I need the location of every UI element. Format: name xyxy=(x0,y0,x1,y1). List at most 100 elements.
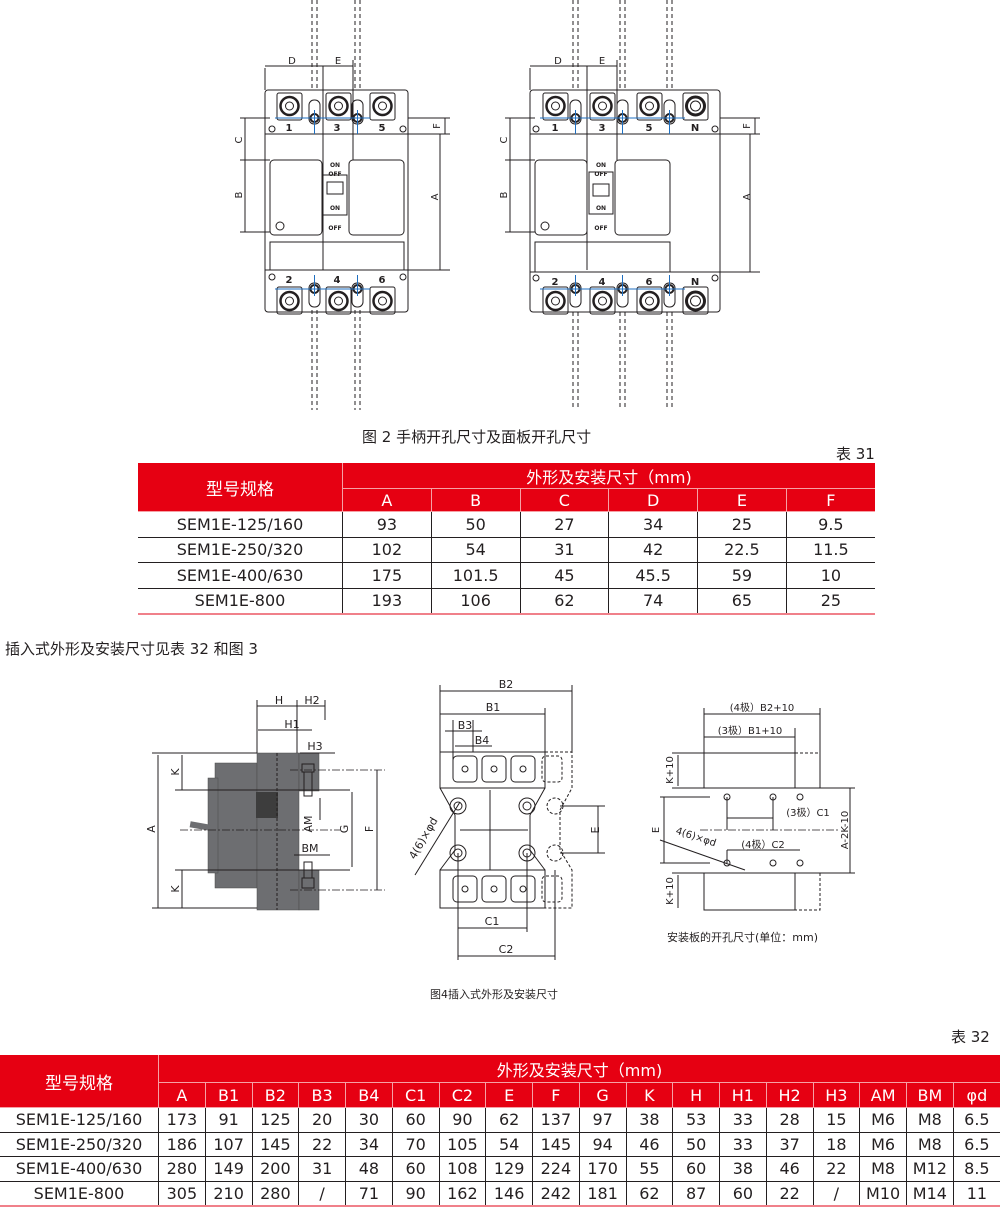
model-cell: SEM1E-400/630 xyxy=(0,1157,159,1182)
cutout-label-k10-bottom: K+10 xyxy=(665,877,676,905)
value-cell: / xyxy=(299,1181,346,1206)
switch-on-label: ON xyxy=(330,205,340,212)
model-cell: SEM1E-250/320 xyxy=(138,537,343,563)
value-cell: 146 xyxy=(486,1181,533,1206)
figure2-caption: 图 2 手柄开孔尺寸及面板开孔尺寸 xyxy=(362,426,591,447)
dim-label-a: A xyxy=(742,193,753,200)
value-cell: 50 xyxy=(431,512,520,538)
dim-label-b1: B1 xyxy=(486,701,501,714)
figure4-cutout-view: (4极）B2+10 (3极）B1+10 K+10 K+10 E 4(6)×φd … xyxy=(640,680,860,930)
dim-label-k-top: K xyxy=(169,768,182,776)
value-cell: 31 xyxy=(520,537,609,563)
column-header: B4 xyxy=(346,1083,393,1108)
dim-label-d: D xyxy=(288,56,296,67)
value-cell: 305 xyxy=(159,1181,206,1206)
dim-label-h2: H2 xyxy=(304,694,319,707)
value-cell: 181 xyxy=(579,1181,626,1206)
value-cell: 62 xyxy=(626,1181,673,1206)
value-cell: 34 xyxy=(346,1132,393,1157)
cutout-label-k10-top: K+10 xyxy=(665,756,676,784)
value-cell: 101.5 xyxy=(431,563,520,589)
value-cell: 45.5 xyxy=(609,563,698,589)
value-cell: 105 xyxy=(439,1132,486,1157)
cutout-label-b1-10: (3极）B1+10 xyxy=(718,724,783,737)
value-cell: 91 xyxy=(205,1108,252,1133)
model-cell: SEM1E-800 xyxy=(138,588,343,614)
model-cell: SEM1E-125/160 xyxy=(0,1108,159,1133)
value-cell: 30 xyxy=(346,1108,393,1133)
value-cell: 6.5 xyxy=(953,1132,1000,1157)
value-cell: 10 xyxy=(786,563,875,589)
dim-label-c: C xyxy=(499,136,510,143)
terminal-label: 3 xyxy=(334,123,341,134)
table31: 型号规格 外形及安装尺寸（mm) A B C D E F SEM1E-125/1… xyxy=(138,463,875,615)
value-cell: 90 xyxy=(439,1108,486,1133)
column-header: K xyxy=(626,1083,673,1108)
dim-label-hole: 4(6)×φd xyxy=(406,815,440,861)
dim-label-f: F xyxy=(742,123,753,129)
terminal-label: 4 xyxy=(599,277,606,288)
dim-label-a: A xyxy=(430,193,441,200)
dim-label-c: C xyxy=(234,136,245,143)
terminal-label: 5 xyxy=(646,123,653,134)
dim-label-e: E xyxy=(599,56,605,67)
model-cell: SEM1E-800 xyxy=(0,1181,159,1206)
terminal-label: N xyxy=(691,123,699,134)
value-cell: 22 xyxy=(766,1181,813,1206)
value-cell: 107 xyxy=(205,1132,252,1157)
cutout-label-b2-10: (4极）B2+10 xyxy=(730,701,795,714)
dim-label-c1: C1 xyxy=(485,915,500,928)
column-header: H1 xyxy=(720,1083,767,1108)
column-header: D xyxy=(609,489,698,512)
figure4-side-view: H H2 H1 H3 K K A AM BM G F xyxy=(140,680,400,920)
table32-label: 表 32 xyxy=(951,1026,990,1047)
terminal-label: 6 xyxy=(379,275,386,286)
value-cell: 93 xyxy=(343,512,432,538)
cutout-label-c2: (4极）C2 xyxy=(741,838,785,851)
dim-label-b3: B3 xyxy=(458,719,473,732)
value-cell: / xyxy=(813,1181,860,1206)
value-cell: 11 xyxy=(953,1181,1000,1206)
value-cell: 8.5 xyxy=(953,1157,1000,1182)
value-cell: 22 xyxy=(813,1157,860,1182)
dim-label-e: E xyxy=(589,826,602,833)
value-cell: 6.5 xyxy=(953,1108,1000,1133)
value-cell: 200 xyxy=(252,1157,299,1182)
dim-label-b4: B4 xyxy=(475,734,490,747)
value-cell: 60 xyxy=(392,1108,439,1133)
switch-on-label: ON xyxy=(596,205,606,212)
switch-off-label: OFF xyxy=(594,171,607,178)
terminal-label: 2 xyxy=(552,277,559,288)
column-header: H xyxy=(673,1083,720,1108)
dim-label-e: E xyxy=(335,56,341,67)
value-cell: 145 xyxy=(533,1132,580,1157)
figure4-front-view: B2 B1 B3 B4 4(6)×φd E C1 C2 xyxy=(400,670,620,970)
terminal-label: 5 xyxy=(379,123,386,134)
value-cell: 70 xyxy=(392,1132,439,1157)
value-cell: M10 xyxy=(860,1181,907,1206)
dim-label-a: A xyxy=(145,825,158,833)
column-header: F xyxy=(533,1083,580,1108)
value-cell: 94 xyxy=(579,1132,626,1157)
dim-label-h1: H1 xyxy=(284,718,299,731)
value-cell: 62 xyxy=(486,1108,533,1133)
dim-label-b: B xyxy=(499,191,510,198)
value-cell: 90 xyxy=(392,1181,439,1206)
switch-off-label: OFF xyxy=(328,171,341,178)
value-cell: 280 xyxy=(252,1181,299,1206)
value-cell: 62 xyxy=(520,588,609,614)
dim-label-c2: C2 xyxy=(499,943,514,956)
value-cell: 50 xyxy=(673,1132,720,1157)
column-header: B1 xyxy=(205,1083,252,1108)
value-cell: 193 xyxy=(343,588,432,614)
value-cell: 31 xyxy=(299,1157,346,1182)
value-cell: 97 xyxy=(579,1108,626,1133)
value-cell: 173 xyxy=(159,1108,206,1133)
column-header: C xyxy=(520,489,609,512)
